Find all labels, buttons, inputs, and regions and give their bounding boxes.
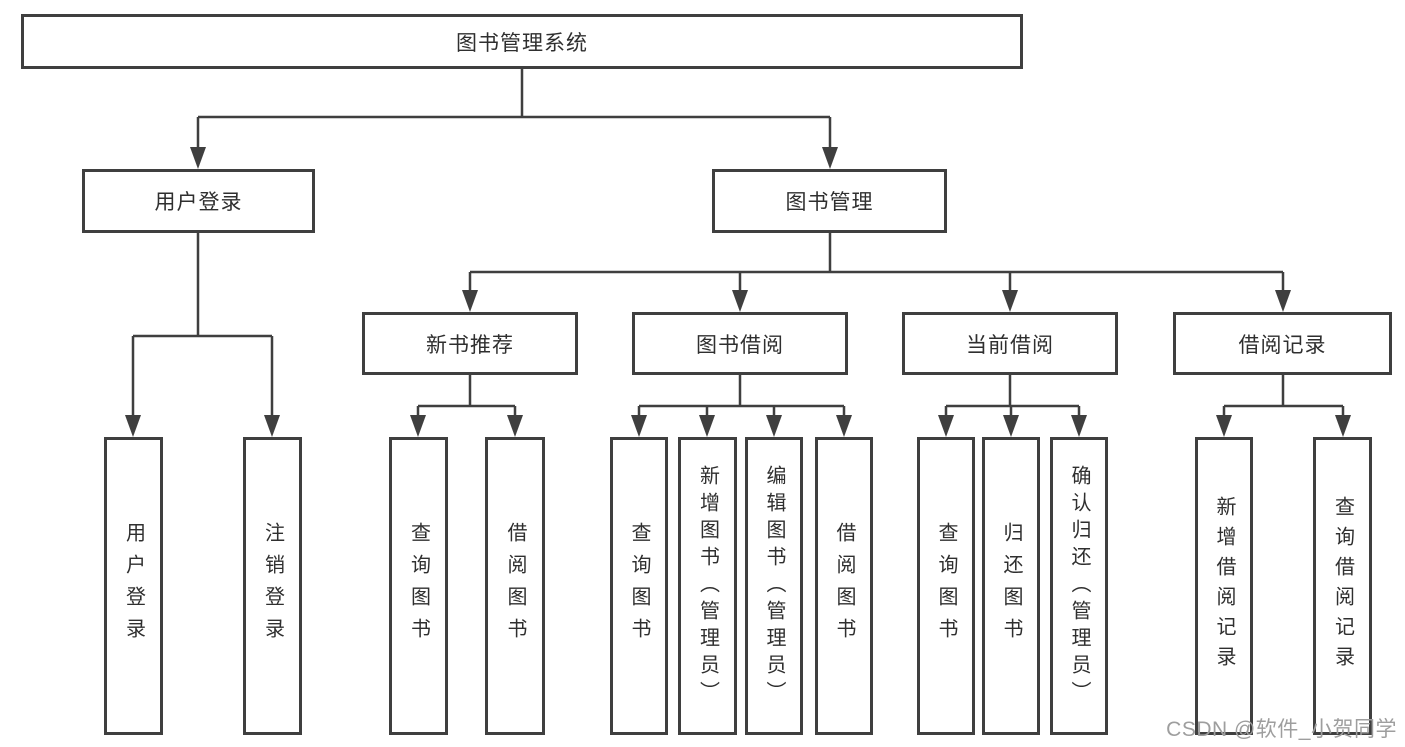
leaf-bb-borrow-books-label: 借阅图书 — [833, 522, 855, 650]
node-borrow-records-label: 借阅记录 — [1238, 333, 1327, 357]
node-user-login: 用户登录 — [82, 169, 315, 233]
leaf-br-add-record-label: 新增借阅记录 — [1213, 496, 1235, 676]
csdn-watermark: CSDN @软件_小贺同学 — [1166, 718, 1397, 741]
leaf-cb-query-books-label: 查询图书 — [935, 522, 957, 650]
leaf-br-add-record: 新增借阅记录 — [1195, 437, 1253, 735]
leaf-bb-edit-books-admin: 编辑图书（管理员） — [745, 437, 803, 735]
leaf-nbr-borrow-books-label: 借阅图书 — [504, 522, 526, 650]
leaf-user-login-label: 用户登录 — [122, 522, 145, 650]
leaf-bb-query-books-label: 查询图书 — [628, 522, 650, 650]
node-new-book-recommend-label: 新书推荐 — [426, 333, 514, 357]
leaf-nbr-query-books: 查询图书 — [389, 437, 448, 735]
leaf-bb-borrow-books: 借阅图书 — [815, 437, 873, 735]
node-new-book-recommend: 新书推荐 — [362, 312, 578, 375]
node-current-borrow-label: 当前借阅 — [966, 333, 1054, 357]
leaf-cb-confirm-return-admin-label: 确认归还（管理员） — [1068, 464, 1090, 708]
leaf-bb-add-books-admin-label: 新增图书（管理员） — [696, 464, 719, 708]
node-library-management-system: 图书管理系统 — [21, 14, 1023, 69]
node-book-management: 图书管理 — [712, 169, 947, 233]
leaf-nbr-query-books-label: 查询图书 — [407, 522, 430, 650]
leaf-logout-label: 注销登录 — [261, 522, 284, 650]
leaf-bb-query-books: 查询图书 — [610, 437, 668, 735]
node-library-management-system-label: 图书管理系统 — [456, 31, 588, 55]
node-user-login-label: 用户登录 — [154, 191, 243, 214]
leaf-bb-add-books-admin: 新增图书（管理员） — [678, 437, 737, 735]
node-book-management-label: 图书管理 — [785, 191, 874, 214]
node-book-borrow: 图书借阅 — [632, 312, 848, 375]
node-book-borrow-label: 图书借阅 — [696, 333, 784, 357]
leaf-user-login: 用户登录 — [104, 437, 163, 735]
leaf-cb-return-books: 归还图书 — [982, 437, 1040, 735]
node-current-borrow: 当前借阅 — [902, 312, 1118, 375]
leaf-logout: 注销登录 — [243, 437, 302, 735]
leaf-cb-return-books-label: 归还图书 — [1000, 522, 1022, 650]
leaf-br-query-record: 查询借阅记录 — [1313, 437, 1372, 735]
leaf-nbr-borrow-books: 借阅图书 — [485, 437, 545, 735]
leaf-bb-edit-books-admin-label: 编辑图书（管理员） — [763, 464, 785, 708]
leaf-cb-query-books: 查询图书 — [917, 437, 975, 735]
leaf-br-query-record-label: 查询借阅记录 — [1331, 496, 1354, 676]
node-borrow-records: 借阅记录 — [1173, 312, 1392, 375]
leaf-cb-confirm-return-admin: 确认归还（管理员） — [1050, 437, 1108, 735]
